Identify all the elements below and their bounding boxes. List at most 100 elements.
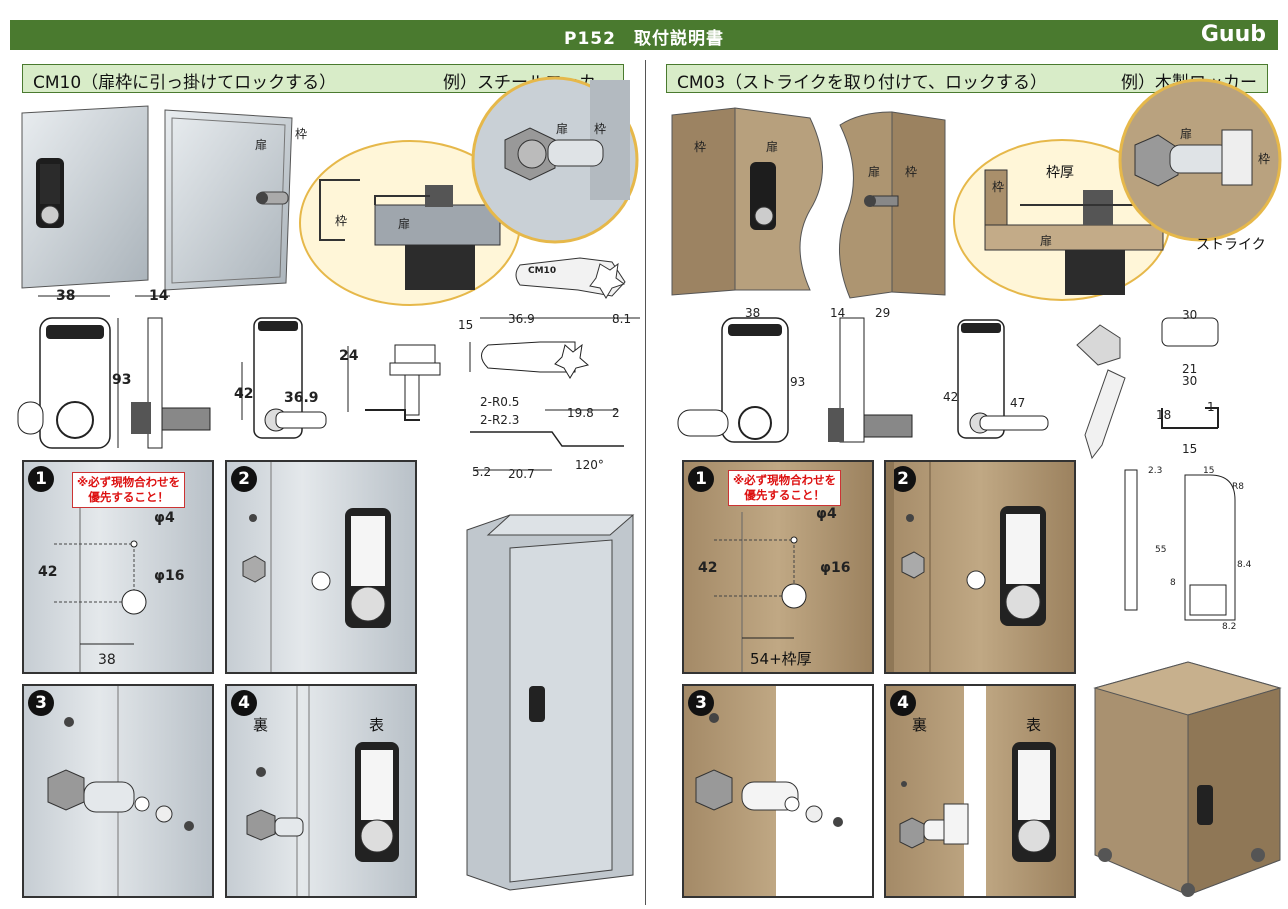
lock-front-drawing [17, 295, 119, 449]
wood-door-open-illustration [671, 107, 946, 299]
dim-plate-r: R8 [1232, 482, 1244, 492]
dim-hole-offset: 38 [98, 652, 116, 668]
dim-depth2: 29 [875, 306, 891, 320]
step-number: 1 [688, 466, 714, 492]
back-side-label: 裏 [253, 716, 269, 734]
dim-strike-w: 30 [1182, 308, 1198, 322]
step-number: 1 [28, 466, 54, 492]
door-label-2: 扉 [868, 165, 881, 179]
dim-strike-t: 1 [1207, 400, 1215, 414]
wood-cabinet-illustration [1093, 661, 1282, 897]
dim-depth: 14 [830, 306, 846, 320]
dim-plate-a: 2.3 [1148, 466, 1163, 476]
dim-strike-w2: 30 [1182, 374, 1198, 388]
dim-hole-small: φ4 [154, 510, 175, 526]
zoom-frame-label-small: 枠 [594, 122, 607, 136]
zoom-door-label: 扉 [398, 217, 411, 231]
cam-profile-drawing [470, 409, 624, 471]
zoom-frame-label: 枠 [992, 180, 1005, 194]
lock-back-drawing-r [957, 319, 1049, 439]
lock-back-drawing [241, 317, 327, 439]
dim-hole-large: φ16 [154, 568, 185, 584]
dim-cam-len: 36.9 [508, 312, 535, 326]
dim-height: 93 [790, 375, 806, 389]
dim-off1: 19.8 [567, 406, 594, 420]
zoom-door-label-small: 扉 [1180, 127, 1193, 141]
section-title: CM10（扉枠に引っ掛けてロックする） [33, 73, 337, 93]
door-label: 扉 [766, 140, 779, 154]
lock-side-drawing [131, 295, 211, 449]
zoom-frame-label: 枠 [335, 214, 348, 228]
steel-door-front-illustration [21, 105, 149, 289]
page-header: P152 取付説明書 Guub [10, 20, 1278, 50]
step-panel-4: 4 裏 表 [225, 684, 417, 898]
step-number: 3 [688, 690, 714, 716]
dim-h1: 5.2 [472, 465, 492, 479]
dim-arm: 47 [1010, 396, 1026, 410]
steel-cabinet-illustration [466, 514, 635, 891]
dim-width: 38 [56, 288, 76, 304]
dim-cam-off: 36.9 [284, 390, 319, 406]
column-divider [645, 60, 646, 905]
zoom-callout [299, 140, 521, 306]
step-panel-1-r: 1 ※必ず現物合わせを 優先すること！ φ4 φ16 42 54+枠厚 [682, 460, 874, 674]
step-panel-2-r: 2 [884, 460, 1076, 674]
strike-dimension-drawing [1161, 317, 1219, 429]
dim-plate-len: 55 [1155, 545, 1167, 555]
dim-plate-b: 15 [1203, 466, 1215, 476]
dim-side-h: 42 [943, 390, 959, 404]
dim-r2: 2-R2.3 [480, 413, 520, 427]
step-number: 4 [890, 690, 916, 716]
zoom-door-label: 扉 [1040, 234, 1053, 248]
step-panel-3-r: 3 [682, 684, 874, 898]
section-title: CM03（ストライクを取り付けて、ロックする） [677, 73, 1047, 93]
step-panel-4-r: 4 裏 表 [884, 684, 1076, 898]
dim-cam-w: 15 [458, 318, 474, 332]
frame-thickness-label: 枠厚 [1046, 165, 1074, 181]
cam-part-illustration [515, 257, 626, 299]
dim-plate-c: 8.2 [1222, 622, 1237, 632]
dim-thread: 24 [339, 348, 359, 364]
strike-illustration [1076, 324, 1126, 460]
door-label: 扉 [255, 138, 268, 152]
cam-plan-drawing [469, 317, 640, 379]
dim-strike-d: 15 [1182, 442, 1198, 456]
cam-side-drawing [347, 344, 441, 421]
dim-width: 38 [745, 306, 761, 320]
step-panel-3: 3 [22, 684, 214, 898]
strike-plate-drawing [1124, 469, 1236, 621]
dim-strike-h: 18 [1156, 408, 1172, 422]
dim-off2: 2 [612, 406, 620, 420]
dim-r1: 2-R0.5 [480, 395, 520, 409]
front-side-label: 表 [1026, 716, 1042, 734]
step-panel-2: 2 [225, 460, 417, 674]
dim-hole-small: φ4 [816, 506, 837, 522]
frame-label-2: 枠 [905, 165, 918, 179]
strike-label: ストライク [1196, 237, 1266, 253]
dim-hole-height: 42 [38, 564, 58, 580]
step-number: 2 [231, 466, 257, 492]
zoom-callout-wood [953, 139, 1171, 301]
cam-stamp-text: CM10 [528, 266, 557, 276]
dim-side-h: 42 [234, 386, 254, 402]
front-side-label: 表 [369, 716, 385, 734]
dim-angle: 120° [575, 458, 604, 472]
zoom-small-circle-wood [1118, 78, 1282, 242]
dim-cam-end: 8.1 [612, 312, 632, 326]
step-number: 2 [890, 466, 916, 492]
dim-strike-in: 21 [1182, 362, 1198, 376]
step-panel-1: 1 ※必ず現物合わせを 優先すること！ φ4 φ16 42 38 [22, 460, 214, 674]
frame-label: 枠 [295, 127, 308, 141]
caution-note: ※必ず現物合わせを 優先すること！ [72, 472, 186, 508]
caution-note: ※必ず現物合わせを 優先すること！ [728, 470, 842, 506]
steel-door-back-illustration [164, 109, 293, 291]
dim-plate-e: 8 [1170, 578, 1176, 588]
lock-side-drawing-r [828, 317, 913, 443]
back-side-label: 裏 [912, 716, 928, 734]
page-title: P152 取付説明書 [564, 29, 724, 49]
dim-height: 93 [112, 372, 132, 388]
brand-logo: Guub [1200, 22, 1266, 47]
dim-depth: 14 [149, 288, 169, 304]
zoom-small-circle [471, 76, 639, 244]
